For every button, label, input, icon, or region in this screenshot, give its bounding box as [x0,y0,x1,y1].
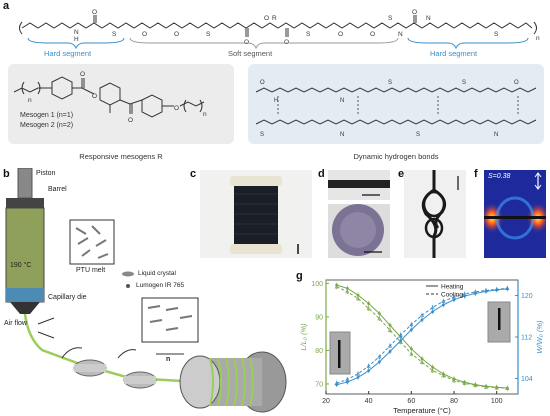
y-left-tick-label-2: 90 [315,314,323,321]
fiber-spool-photo [200,170,312,258]
series-line-0 [337,285,508,388]
fiber-knot-photo [404,170,466,258]
lumogen-label: Lumogen IR 765 [136,282,184,289]
x-tick-label-3: 80 [450,398,458,405]
director-label: n [166,356,170,363]
hbond-atom-s-4: S [416,132,420,138]
x-tick-label-4: 100 [491,398,503,405]
hard-segment-label-left: Hard segment [44,49,91,58]
order-parameter-label: S=0.38 [488,173,510,180]
hbond-structure: O H N S S O S N S N [248,64,544,144]
hbond-atom-n-3: N [494,132,498,138]
hbond-atom-s-2: S [462,80,466,86]
legend-label-1: Cooling [441,292,463,299]
mesogen-1-label: Mesogen 1 (n=1) [20,112,73,119]
capillary-die-label: Capillary die [48,294,87,301]
mesogen-structure: n O O O O n [8,64,234,144]
series-2-point-9 [431,310,434,313]
mesogen-atom-o-2: O [92,93,97,100]
x-tick-label-1: 40 [365,398,373,405]
series-2-point-2 [357,376,360,379]
series-line-1 [337,287,508,389]
mesogen-atom-o-3: O [128,117,133,124]
hbond-atom-n-2: N [340,132,344,138]
atom-r: R [272,15,277,22]
hbond-caption: Dynamic hydrogen bonds [248,152,544,161]
series-2-point-3 [367,369,370,372]
series-0-point-3 [367,302,370,305]
hbond-atom-s-3: S [260,132,264,138]
mesogen-subscript-n-left: n [28,97,32,104]
panel-label-f: f [474,168,478,180]
mesogen-subscript-n-right: n [203,111,207,118]
air-flow-label: Air flow [4,320,27,327]
soft-segment-label: Soft segment [228,49,272,58]
hard-segment-label-right: Hard segment [430,49,477,58]
atom-s-4: S [388,15,393,22]
series-2-point-7 [410,328,413,331]
series-0-point-7 [410,347,413,350]
y-left-tick-label-1: 80 [315,348,323,355]
inset-fiber-left [338,340,341,368]
responsive-mesogens-caption: Responsive mesogens R [8,152,234,161]
legend-label-0: Heating [441,284,464,291]
y-left-axis-label: L/L₀ (%) [299,323,308,351]
mesogen-2-label: Mesogen 2 (n=2) [20,122,73,129]
hbond-atom-o-1: O [260,80,265,86]
series-2-point-8 [421,319,424,322]
barrel-label: Barrel [48,186,67,193]
y-left-tick-label-3: 100 [311,281,323,288]
mesogen-atom-o-1: O [80,71,85,78]
y-right-tick-label-2: 120 [521,293,533,300]
x-tick-label-2: 60 [407,398,415,405]
series-2-point-10 [442,303,445,306]
x-axis-label: Temperature (°C) [393,406,451,415]
hbond-atom-o-2: O [514,80,519,86]
series-0-point-4 [378,312,381,315]
x-tick-label-0: 20 [322,398,330,405]
fiber-cross-section-photo [328,204,390,258]
piston-label: Piston [36,170,55,177]
atom-n-3: N [426,15,431,22]
panel-label-c: c [190,168,196,180]
y-left-tick-label-0: 70 [315,381,323,388]
mesogen-atom-o-4: O [174,105,179,112]
thermal-actuation-chart: 20 40 60 80 100 70 80 90 100 104 112 120Temperature… [296,270,548,416]
hbond-atom-n-1: N [340,98,344,104]
series-line-2 [337,289,508,385]
hbond-atom-s-1: S [388,80,392,86]
waxs-pattern-photo: S=0.38 [484,170,546,258]
inset-fiber-right [498,308,501,330]
liquid-crystal-label: Liquid crystal [138,270,176,277]
y-right-tick-label-0: 104 [521,376,533,383]
series-2-point-6 [399,339,402,342]
temperature-label: 190 °C [10,262,31,269]
ptu-melt-label: PTU melt [76,267,105,274]
y-right-tick-label-1: 112 [521,335,532,342]
series-2-point-4 [378,360,381,363]
y-right-axis-label: W/W₀ (%) [535,320,544,354]
atom-o-1: O [92,9,97,16]
series-0-point-5 [389,324,392,327]
hbond-atom-h-1: H [274,98,278,104]
fiber-side-photo [328,170,390,200]
atom-o-9: O [412,9,417,16]
atom-o-5: O [264,15,269,22]
panel-label-d: d [318,168,325,180]
series-2-point-5 [389,350,392,353]
atom-n-1: N [74,29,79,36]
